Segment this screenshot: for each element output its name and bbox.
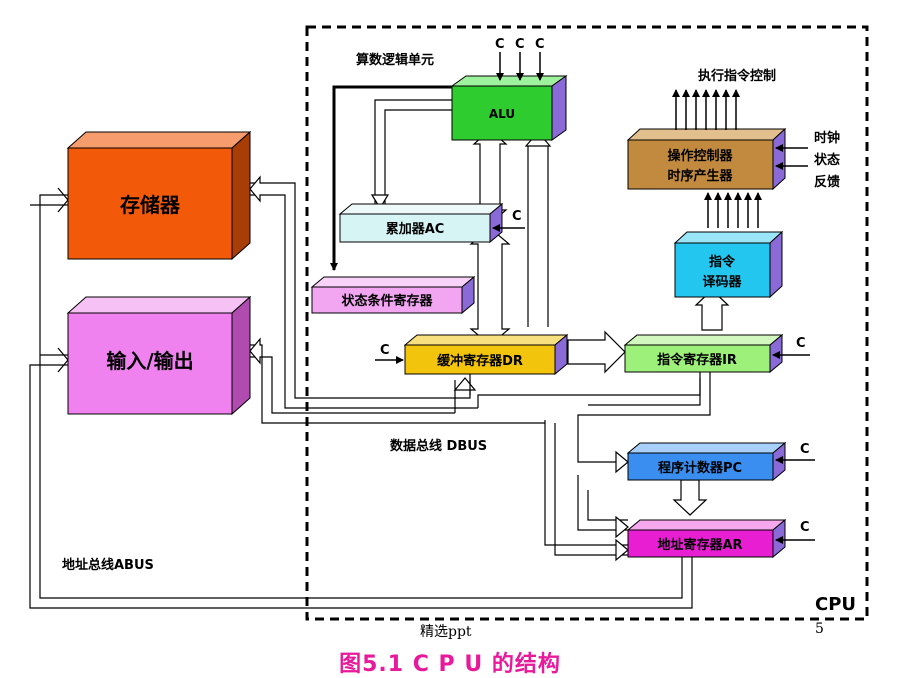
io-block: 输入/输出: [66, 295, 252, 416]
bus-lines: [29, 99, 711, 609]
pc-label: 程序计数器PC: [658, 460, 742, 476]
cpu-boundary: [305, 25, 869, 621]
c-label-dr: C: [380, 343, 390, 358]
alu-unit-label: 算数逻辑单元: [356, 52, 434, 68]
control-signal-arrows: [375, 52, 815, 544]
alu-block: ALU: [450, 75, 568, 141]
cpu-label: CPU: [815, 594, 856, 615]
c-label-ir: C: [796, 336, 806, 351]
abus-label: 地址总线ABUS: [62, 557, 154, 573]
c-label-ac: C: [512, 209, 522, 224]
c-label-pc: C: [800, 442, 810, 457]
control-label-2: 时序产生器: [667, 168, 733, 184]
footer-note: 精选ppt: [420, 624, 472, 640]
control-label-1: 操作控制器: [667, 148, 733, 164]
dr-block: 缓冲寄存器DR: [403, 333, 569, 376]
io-label: 输入/输出: [106, 349, 193, 373]
c-label-alu-3: C: [535, 37, 545, 52]
control-block: 操作控制器 时序产生器: [626, 127, 787, 191]
c-label-alu-1: C: [495, 37, 505, 52]
decoder-label-1: 指令: [709, 254, 736, 270]
ar-label: 地址寄存器AR: [657, 537, 742, 553]
exec-control-label: 执行指令控制: [698, 68, 776, 84]
status-label: 状态: [814, 152, 840, 168]
decoder-block: 指令 译码器: [673, 230, 784, 299]
memory-label: 存储器: [120, 193, 181, 217]
alu-status-line: [330, 85, 452, 271]
dbus-label: 数据总线 DBUS: [390, 438, 487, 454]
ir-label: 指令寄存器IR: [657, 352, 737, 368]
psw-label: 状态条件寄存器: [341, 293, 433, 309]
pc-block: 程序计数器PC: [626, 441, 787, 482]
clock-label: 时钟: [814, 130, 840, 146]
psw-block: 状态条件寄存器: [310, 275, 476, 315]
ar-block: 地址寄存器AR: [626, 518, 787, 559]
feedback-label: 反馈: [814, 174, 840, 190]
bus-arrows: [57, 129, 730, 562]
ac-label: 累加器AC: [386, 221, 445, 237]
ac-block: 累加器AC: [338, 202, 504, 244]
alu-label: ALU: [489, 107, 515, 121]
c-label-ar: C: [800, 520, 810, 535]
dr-label: 缓冲寄存器DR: [437, 353, 523, 369]
figure-caption: 图5.1 C P U 的结构: [339, 652, 561, 677]
page-number: 5: [815, 621, 824, 637]
ir-block: 指令寄存器IR: [623, 333, 784, 374]
c-label-alu-2: C: [515, 37, 525, 52]
decoder-label-2: 译码器: [702, 275, 742, 290]
memory-block: 存储器: [66, 130, 252, 261]
